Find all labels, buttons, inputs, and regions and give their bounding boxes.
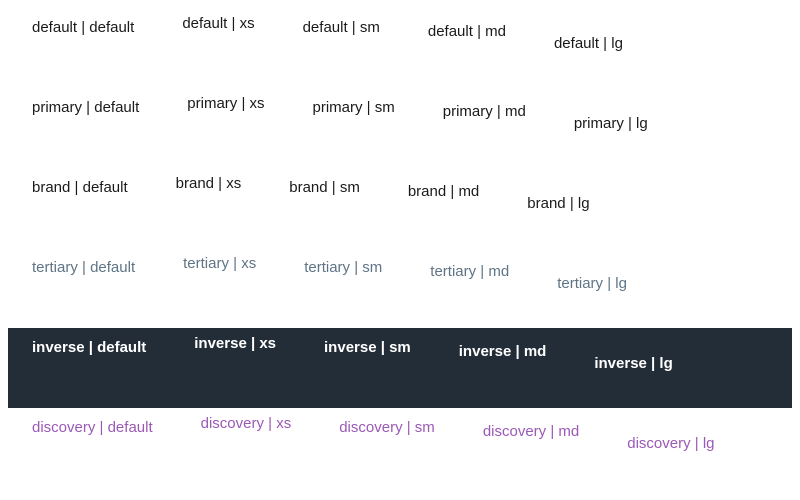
- text-primary-sm: primary | sm: [312, 99, 395, 116]
- text-default-default: default | default: [32, 19, 135, 36]
- text-default-xs: default | xs: [182, 15, 255, 32]
- text-variant-grid: default | default default | xs default | s…: [8, 8, 792, 488]
- text-discovery-default: discovery | default: [32, 419, 153, 436]
- text-inverse-default: inverse | default: [32, 339, 147, 356]
- text-default-sm: default | sm: [302, 19, 380, 36]
- text-brand-xs: brand | xs: [175, 175, 242, 192]
- text-brand-default: brand | default: [32, 179, 128, 196]
- row-discovery: discovery | default discovery | xs discove…: [8, 408, 792, 488]
- text-primary-default: primary | default: [32, 99, 140, 116]
- text-discovery-sm: discovery | sm: [339, 419, 435, 436]
- text-discovery-xs: discovery | xs: [200, 415, 292, 432]
- text-brand-lg: brand | lg: [527, 195, 590, 212]
- text-inverse-xs: inverse | xs: [194, 335, 277, 352]
- text-default-md: default | md: [427, 23, 506, 40]
- text-default-lg: default | lg: [553, 35, 623, 52]
- text-primary-md: primary | md: [442, 103, 526, 120]
- text-discovery-md: discovery | md: [482, 423, 580, 440]
- row-default: default | default default | xs default | s…: [8, 8, 792, 88]
- row-tertiary: tertiary | default tertiary | xs tertiary …: [8, 248, 792, 328]
- text-tertiary-sm: tertiary | sm: [304, 259, 383, 276]
- text-inverse-md: inverse | md: [458, 343, 547, 360]
- text-inverse-sm: inverse | sm: [324, 339, 411, 356]
- row-primary: primary | default primary | xs primary | s…: [8, 88, 792, 168]
- row-inverse: inverse | default inverse | xs inverse | s…: [8, 328, 792, 408]
- text-primary-xs: primary | xs: [187, 95, 265, 112]
- text-discovery-lg: discovery | lg: [627, 435, 715, 452]
- text-tertiary-default: tertiary | default: [32, 259, 136, 276]
- text-tertiary-xs: tertiary | xs: [183, 255, 257, 272]
- text-tertiary-md: tertiary | md: [430, 263, 510, 280]
- text-tertiary-lg: tertiary | lg: [557, 275, 627, 292]
- row-brand: brand | default brand | xs brand | sm brand…: [8, 168, 792, 248]
- text-inverse-lg: inverse | lg: [594, 355, 673, 372]
- text-primary-lg: primary | lg: [573, 115, 648, 132]
- text-brand-md: brand | md: [407, 183, 480, 200]
- text-brand-sm: brand | sm: [289, 179, 360, 196]
